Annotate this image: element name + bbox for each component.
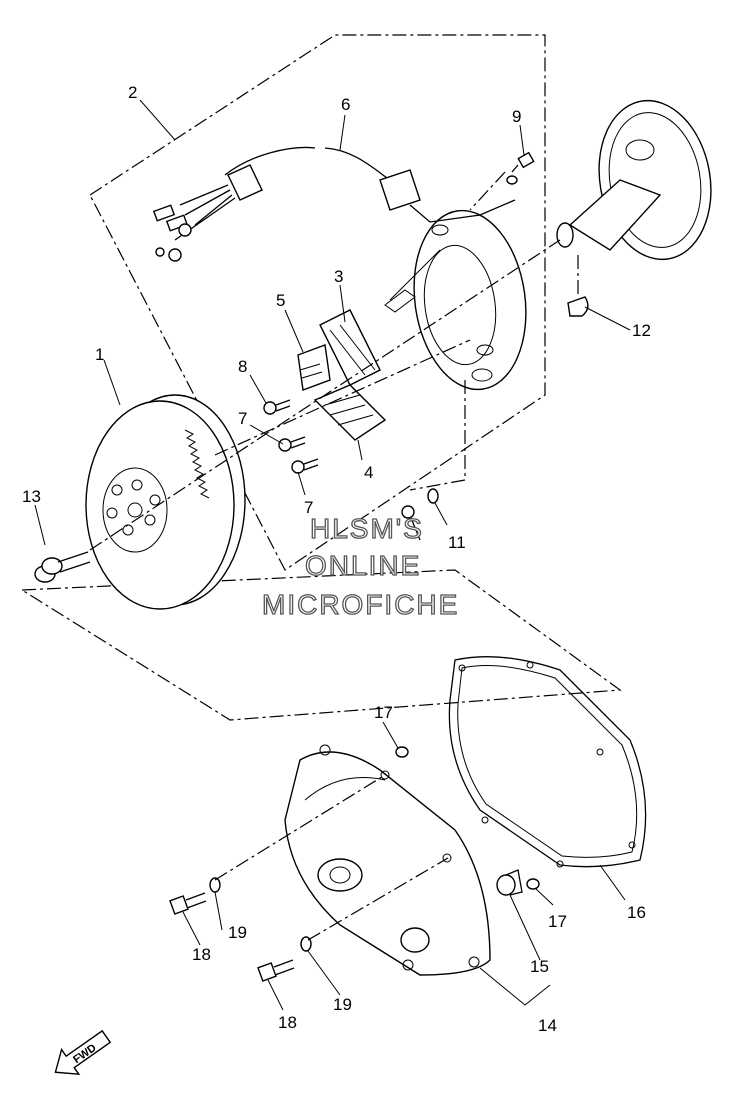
flywheel (85, 394, 246, 610)
centerline-1 (89, 239, 561, 551)
screw-10 (401, 505, 421, 541)
callout-2: 2 (128, 83, 137, 102)
callout-1: 1 (95, 345, 104, 364)
centerline-3 (409, 380, 466, 491)
callout-14: 14 (538, 1016, 557, 1035)
callout-4: 4 (364, 463, 373, 482)
callout-5: 5 (276, 291, 285, 310)
dowel-pin-17-upper (395, 746, 409, 758)
callout-19-upper: 19 (228, 923, 247, 942)
watermark-line-2: ONLINE (305, 550, 421, 581)
watermark-line-1: HLSM'S (310, 513, 424, 544)
callout-9: 9 (512, 107, 521, 126)
pulser-coil (297, 344, 331, 391)
callout-7-upper: 7 (238, 409, 247, 428)
callout-18-upper: 18 (192, 945, 211, 964)
washer-19-lower (300, 936, 312, 952)
callout-12: 12 (632, 321, 651, 340)
centerline-2 (214, 339, 471, 456)
lighting-coil (313, 384, 387, 441)
screw-9 (506, 151, 535, 185)
watermark-line-3: MICROFICHE (262, 589, 459, 620)
wire-harness (152, 146, 516, 262)
leader-lines (34, 99, 631, 1011)
callout-17-upper: 17 (374, 703, 393, 722)
callout-17-lower: 17 (548, 912, 567, 931)
callout-13: 13 (22, 487, 41, 506)
centerline-4 (214, 774, 386, 881)
callout-16: 16 (627, 903, 646, 922)
callout-11: 11 (448, 533, 466, 552)
callout-7-lower: 7 (304, 498, 313, 517)
screw-8 (263, 399, 291, 415)
fwd-arrow-icon: FWD (54, 1029, 112, 1075)
callout-15: 15 (530, 957, 549, 976)
charge-coil (319, 309, 381, 386)
dowel-pin-17-lower (526, 878, 540, 890)
centerline-7 (469, 171, 506, 211)
screw-7-upper (278, 436, 306, 452)
washer-11 (427, 488, 439, 504)
flywheel-cover (284, 744, 491, 976)
woodruff-key (567, 296, 589, 317)
callout-8: 8 (238, 357, 247, 376)
screw-7-lower (291, 458, 319, 474)
assembly-boundary-flywheel (20, 569, 622, 721)
callout-6: 6 (341, 95, 350, 114)
assembly-boundary-stator (89, 34, 546, 571)
flywheel-bolt (34, 551, 91, 583)
cone-hub (556, 99, 712, 261)
callout-19-lower: 19 (333, 995, 352, 1014)
callout-3: 3 (334, 267, 343, 286)
centerline-5 (307, 857, 449, 941)
bolt-18-upper (169, 892, 207, 915)
cover-gasket (448, 656, 647, 868)
bolt-18-lower (257, 959, 295, 982)
washer-19-upper (209, 877, 221, 893)
callout-18-lower: 18 (278, 1013, 297, 1032)
collar-15 (496, 869, 523, 896)
